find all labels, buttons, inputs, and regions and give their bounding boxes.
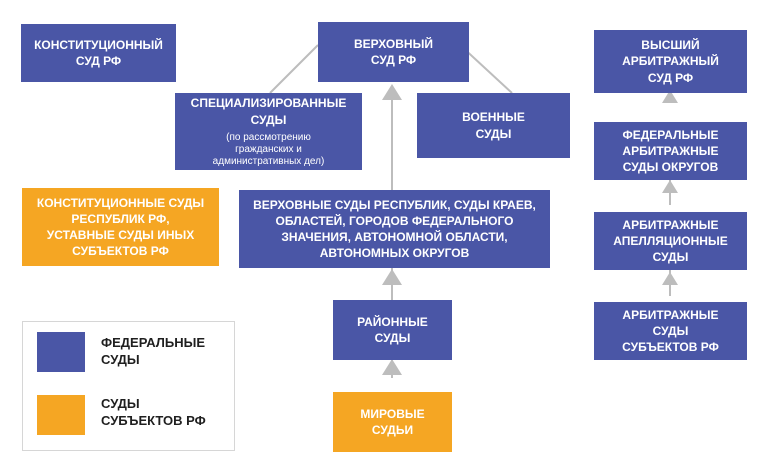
- legend-label-federal: ФЕДЕРАЛЬНЫЕ СУДЫ: [101, 335, 206, 367]
- constitutional-court-label: КОНСТИТУЦИОННЫЙ СУД РФ: [34, 37, 163, 68]
- federal-arbitration-courts-label: ФЕДЕРАЛЬНЫЕ АРБИТРАЖНЫЕ СУДЫ ОКРУГОВ: [622, 127, 719, 175]
- arrow-up-to-higher-arb: [662, 90, 678, 103]
- legend-swatch-federal: [37, 332, 85, 372]
- constitutional-court-box: КОНСТИТУЦИОННЫЙ СУД РФ: [21, 24, 176, 82]
- military-courts-box: ВОЕННЫЕ СУДЫ: [417, 93, 570, 158]
- specialized-courts-label: СПЕЦИАЛИЗИРОВАННЫЕ СУДЫ: [190, 96, 347, 127]
- specialized-courts-note: (по рассмотрению гражданских и администр…: [212, 131, 325, 167]
- specialized-courts-box: СПЕЦИАЛИЗИРОВАННЫЕ СУДЫ (по рассмотрению…: [175, 93, 362, 170]
- appeal-arbitration-courts-box: АРБИТРАЖНЫЕ АПЕЛЛЯЦИОННЫЕ СУДЫ: [594, 212, 747, 270]
- regional-supreme-courts-label: ВЕРХОВНЫЕ СУДЫ РЕСПУБЛИК, СУДЫ КРАЕВ, ОБ…: [253, 197, 536, 261]
- regional-supreme-courts-box: ВЕРХОВНЫЕ СУДЫ РЕСПУБЛИК, СУДЫ КРАЕВ, ОБ…: [239, 190, 550, 268]
- magistrates-label: МИРОВЫЕ СУДЬИ: [360, 406, 425, 437]
- regional-constitutional-courts-label: КОНСТИТУЦИОННЫЕ СУДЫ РЕСПУБЛИК РФ, УСТАВ…: [36, 195, 205, 259]
- arrow-up-to-appeal-arb: [662, 272, 678, 285]
- district-courts-box: РАЙОННЫЕ СУДЫ: [333, 300, 452, 360]
- arrow-up-to-district: [382, 359, 402, 375]
- legend: ФЕДЕРАЛЬНЫЕ СУДЫ СУДЫ СУБЪЕКТОВ РФ: [22, 321, 235, 451]
- regional-constitutional-courts-box: КОНСТИТУЦИОННЫЕ СУДЫ РЕСПУБЛИК РФ, УСТАВ…: [22, 188, 219, 266]
- subject-arbitration-courts-box: АРБИТРАЖНЫЕ СУДЫ СУБЪЕКТОВ РФ: [594, 302, 747, 360]
- appeal-arbitration-courts-label: АРБИТРАЖНЫЕ АПЕЛЛЯЦИОННЫЕ СУДЫ: [613, 217, 728, 265]
- supreme-court-box: ВЕРХОВНЫЙ СУД РФ: [318, 22, 469, 82]
- military-courts-label: ВОЕННЫЕ СУДЫ: [462, 110, 525, 141]
- arrow-up-to-supreme: [382, 84, 402, 100]
- magistrates-box: МИРОВЫЕ СУДЬИ: [333, 392, 452, 452]
- legend-swatch-regional: [37, 395, 85, 435]
- federal-arbitration-courts-box: ФЕДЕРАЛЬНЫЕ АРБИТРАЖНЫЕ СУДЫ ОКРУГОВ: [594, 122, 747, 180]
- higher-arbitration-court-label: ВЫСШИЙ АРБИТРАЖНЫЙ СУД РФ: [622, 38, 719, 85]
- supreme-court-label: ВЕРХОВНЫЙ СУД РФ: [354, 36, 433, 67]
- higher-arbitration-court-box: ВЫСШИЙ АРБИТРАЖНЫЙ СУД РФ: [594, 30, 747, 93]
- district-courts-label: РАЙОННЫЕ СУДЫ: [357, 314, 428, 345]
- connector-supreme-specialized: [269, 44, 319, 94]
- arrow-up-to-federal-arb: [662, 180, 678, 193]
- arrow-up-to-regional: [382, 269, 402, 285]
- legend-label-regional: СУДЫ СУБЪЕКТОВ РФ: [101, 396, 206, 428]
- subject-arbitration-courts-label: АРБИТРАЖНЫЕ СУДЫ СУБЪЕКТОВ РФ: [622, 307, 719, 355]
